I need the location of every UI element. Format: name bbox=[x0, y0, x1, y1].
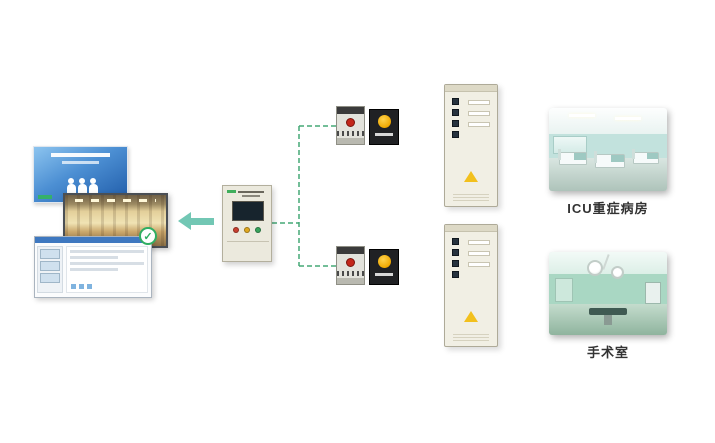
operating-table-base bbox=[604, 315, 612, 325]
schematic-line bbox=[70, 262, 144, 265]
surgical-light-icon bbox=[587, 260, 603, 276]
ats-device-group-top bbox=[336, 106, 399, 146]
arrow-body bbox=[191, 217, 214, 225]
cabinet-header bbox=[445, 225, 497, 232]
monitor-screen-software-ui bbox=[34, 236, 152, 298]
device-terminal-band bbox=[337, 131, 364, 136]
arrow-head bbox=[178, 212, 191, 230]
schematic-line bbox=[70, 250, 144, 253]
operating-room-label: 手术室 bbox=[586, 345, 629, 360]
person-figure bbox=[77, 177, 87, 199]
device-base bbox=[337, 138, 364, 144]
vendor-logo bbox=[38, 195, 52, 199]
schematic-line bbox=[70, 268, 118, 271]
hospital-bed bbox=[558, 149, 587, 165]
panel-brand-logo bbox=[227, 190, 236, 193]
sidebar-thumbnail bbox=[40, 261, 60, 271]
power-monitor-device bbox=[369, 109, 399, 145]
software-main-area bbox=[66, 246, 148, 293]
device-cap bbox=[337, 107, 364, 114]
ats-device-group-bottom bbox=[336, 246, 399, 286]
cabinet-meters bbox=[452, 98, 459, 142]
device-red-knob bbox=[346, 258, 355, 267]
panel-subtitle-line bbox=[242, 195, 260, 197]
transfer-switch-device bbox=[336, 106, 365, 145]
device-base bbox=[337, 278, 364, 284]
left-arrow-icon bbox=[178, 212, 216, 230]
schematic-line bbox=[70, 256, 118, 259]
ceiling-light bbox=[569, 114, 595, 117]
software-sidebar bbox=[37, 246, 63, 293]
panel-button-green bbox=[255, 227, 261, 233]
schematic-nodes bbox=[71, 284, 92, 289]
slide-title-bar bbox=[50, 152, 111, 157]
cabinet-label-plates bbox=[468, 240, 490, 273]
cabinet-label-plates bbox=[468, 100, 490, 133]
sidebar-thumbnail bbox=[40, 273, 60, 283]
panel-title-line bbox=[238, 191, 264, 193]
slide-figures bbox=[62, 175, 103, 199]
icu-room-photo bbox=[549, 108, 667, 191]
check-badge-icon: ✓ bbox=[139, 227, 157, 245]
device-cap bbox=[337, 247, 364, 254]
cabinet-vent bbox=[453, 193, 489, 201]
warning-triangle-icon bbox=[464, 311, 478, 322]
operating-room-photo bbox=[549, 252, 667, 335]
panel-buttons bbox=[223, 227, 271, 233]
hospital-bed bbox=[632, 149, 659, 164]
device-terminal-band bbox=[337, 271, 364, 276]
cabinet-vent bbox=[453, 333, 489, 341]
panel-seam bbox=[227, 241, 269, 242]
warning-triangle-icon bbox=[464, 171, 478, 182]
or-ceiling bbox=[549, 252, 667, 274]
hospital-bed bbox=[594, 151, 625, 168]
power-monitor-device bbox=[369, 249, 399, 285]
central-monitor-panel bbox=[222, 185, 272, 262]
ceiling-light bbox=[615, 117, 641, 120]
device-yellow-dial bbox=[377, 115, 391, 128]
surgical-light-icon bbox=[611, 266, 624, 279]
cabinet-header bbox=[445, 85, 497, 92]
sidebar-thumbnail bbox=[40, 249, 60, 259]
person-figure bbox=[66, 177, 76, 199]
software-titlebar bbox=[35, 237, 151, 243]
panel-button-yellow bbox=[244, 227, 250, 233]
slide-subtitle-bar bbox=[61, 161, 100, 165]
cabinet-meters bbox=[452, 238, 459, 282]
or-door bbox=[555, 278, 573, 302]
or-equipment bbox=[645, 282, 661, 304]
distribution-cabinet-top bbox=[444, 84, 498, 207]
transfer-switch-device bbox=[336, 246, 365, 285]
panel-button-red bbox=[233, 227, 239, 233]
operating-table bbox=[589, 308, 627, 315]
icu-room-label: ICU重症病房 bbox=[567, 201, 649, 216]
icu-ceiling bbox=[549, 108, 667, 134]
device-red-knob bbox=[346, 118, 355, 127]
distribution-cabinet-bottom bbox=[444, 224, 498, 347]
device-label-strip bbox=[375, 273, 393, 276]
person-figure bbox=[88, 177, 98, 199]
ceiling-lights bbox=[75, 198, 156, 202]
device-label-strip bbox=[375, 133, 393, 136]
panel-display bbox=[232, 201, 264, 221]
device-yellow-dial bbox=[377, 255, 391, 268]
